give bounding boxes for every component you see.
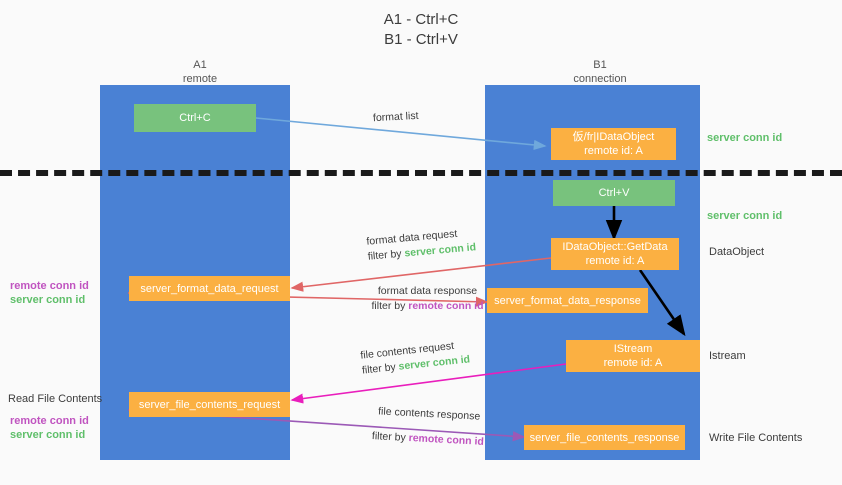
label-file-contents-response: file contents response filter by remote … bbox=[345, 403, 512, 452]
left-label-read-file-contents: Read File Contents bbox=[8, 393, 103, 405]
label-format-list: format list bbox=[373, 109, 419, 126]
box-istream-subtitle: remote id: A bbox=[603, 357, 663, 369]
box-idataobject-title: 仮/fr|IDataObject bbox=[572, 131, 655, 143]
title-line-1: A1 - Ctrl+C bbox=[383, 11, 459, 28]
emphasis-remote-conn-id-2: remote conn id bbox=[408, 431, 485, 448]
column-header-a1: A1 remote bbox=[140, 58, 260, 86]
phase-divider bbox=[0, 170, 842, 176]
box-server-file-contents-request-label: server_file_contents_request bbox=[138, 398, 281, 411]
left-label-remote-conn-2: remote conn id bbox=[10, 415, 89, 427]
box-idataobject[interactable]: 仮/fr|IDataObject remote id: A bbox=[551, 128, 676, 160]
column-b1-sub: connection bbox=[573, 73, 627, 85]
label-format-data-response-line2: filter by remote conn id bbox=[371, 300, 484, 312]
box-server-file-contents-response-label: server_file_contents_response bbox=[529, 431, 680, 444]
box-istream-title: IStream bbox=[613, 343, 653, 355]
right-label-dataobject: DataObject bbox=[709, 246, 765, 258]
box-idataobject-getdata[interactable]: IDataObject::GetData remote id: A bbox=[551, 238, 679, 270]
label-format-data-request: format data request filter by server con… bbox=[366, 225, 477, 264]
label-file-contents-request: file contents request filter by server c… bbox=[360, 337, 471, 378]
box-ctrl-c[interactable]: Ctrl+C bbox=[134, 104, 256, 132]
box-ctrl-v-label: Ctrl+V bbox=[598, 187, 630, 199]
emphasis-remote-conn-id: remote conn id bbox=[408, 300, 484, 312]
box-ctrl-c-label: Ctrl+C bbox=[179, 112, 211, 124]
label-format-list-text: format list bbox=[372, 109, 419, 125]
page-title: A1 - Ctrl+C B1 - Ctrl+V bbox=[0, 10, 842, 50]
left-label-server-conn-2: server conn id bbox=[10, 429, 86, 441]
title-line-2: B1 - Ctrl+V bbox=[384, 31, 458, 48]
box-server-format-data-request[interactable]: server_format_data_request bbox=[129, 276, 290, 301]
label-format-data-response: format data response filter by remote co… bbox=[345, 284, 510, 314]
left-label-remote-conn-1: remote conn id bbox=[10, 280, 89, 292]
column-b1-name: B1 bbox=[593, 59, 607, 71]
box-getdata-title: IDataObject::GetData bbox=[562, 241, 668, 253]
box-ctrl-v[interactable]: Ctrl+V bbox=[553, 180, 675, 206]
column-header-b1: B1 connection bbox=[540, 58, 660, 86]
column-a1-name: A1 bbox=[193, 59, 207, 71]
box-server-file-contents-response[interactable]: server_file_contents_response bbox=[524, 425, 685, 450]
box-server-format-data-response-label: server_format_data_response bbox=[494, 294, 641, 307]
right-label-write-file-contents: Write File Contents bbox=[709, 432, 803, 444]
box-getdata-subtitle: remote id: A bbox=[585, 255, 645, 267]
box-server-format-data-request-label: server_format_data_request bbox=[140, 282, 279, 295]
right-label-istream: Istream bbox=[709, 350, 746, 362]
label-format-data-response-line1: format data response bbox=[377, 285, 478, 297]
column-a1-sub: remote bbox=[182, 73, 218, 85]
right-label-server-conn-top: server conn id bbox=[707, 132, 783, 144]
box-server-file-contents-request[interactable]: server_file_contents_request bbox=[129, 392, 290, 417]
box-idataobject-subtitle: remote id: A bbox=[584, 145, 643, 157]
right-label-server-conn-mid: server conn id bbox=[707, 210, 783, 222]
left-label-server-conn-1: server conn id bbox=[10, 294, 86, 306]
box-server-format-data-response[interactable]: server_format_data_response bbox=[487, 288, 648, 313]
label-file-contents-response-line2: filter by remote conn id bbox=[371, 430, 485, 448]
box-istream[interactable]: IStream remote id: A bbox=[566, 340, 700, 372]
